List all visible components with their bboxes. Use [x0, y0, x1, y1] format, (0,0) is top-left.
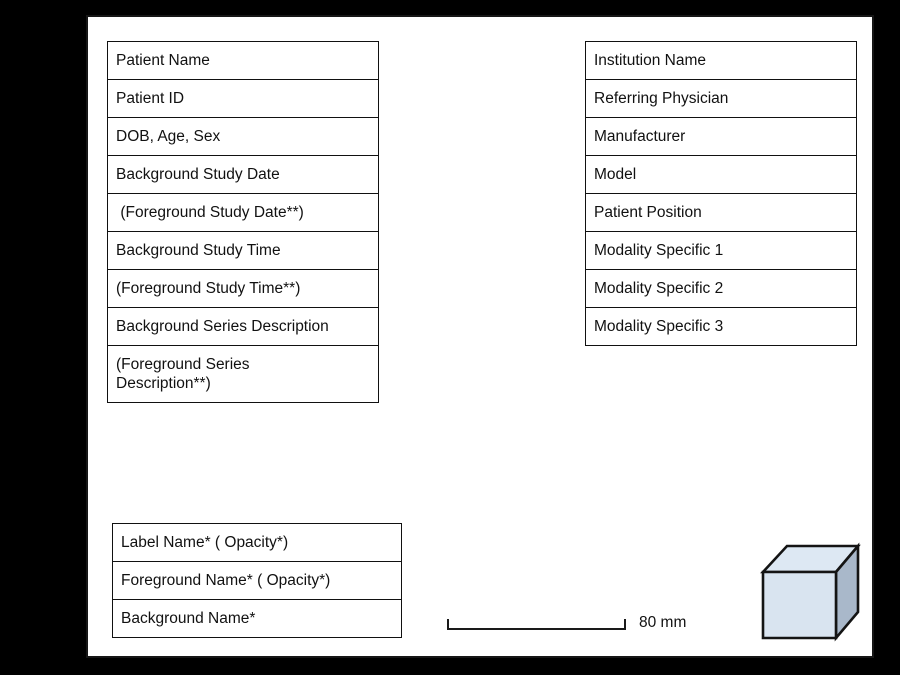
- row-label: (Foreground Study Time**): [116, 280, 301, 297]
- layer-info-table: Label Name* ( Opacity*) Foreground Name*…: [112, 523, 402, 638]
- row-label: Background Study Date: [116, 166, 280, 183]
- table-row: Label Name* ( Opacity*): [113, 524, 401, 561]
- table-row: Institution Name: [586, 42, 856, 79]
- table-row: Manufacturer: [586, 117, 856, 155]
- row-label: Patient Name: [116, 52, 210, 69]
- table-row: Background Study Time: [108, 231, 378, 269]
- row-label: Modality Specific 3: [594, 318, 724, 335]
- table-row: Background Name*: [113, 599, 401, 637]
- table-row: Modality Specific 2: [586, 269, 856, 307]
- institution-info-table: Institution Name Referring Physician Man…: [585, 41, 857, 346]
- table-row: Model: [586, 155, 856, 193]
- row-label: Modality Specific 2: [594, 280, 724, 297]
- row-label: Model: [594, 166, 637, 183]
- scale-bar-label: 80 mm: [639, 614, 687, 631]
- table-row: Patient ID: [108, 79, 378, 117]
- row-label: Manufacturer: [594, 128, 686, 145]
- row-label: Background Study Time: [116, 242, 281, 259]
- table-row: Modality Specific 3: [586, 307, 856, 345]
- orientation-cube-icon: [760, 542, 861, 642]
- row-label: (Foreground Study Date**): [116, 204, 304, 221]
- row-label: Background Name*: [121, 610, 256, 627]
- table-row: (Foreground Study Time**): [108, 269, 378, 307]
- table-row: Background Study Date: [108, 155, 378, 193]
- row-label: DOB, Age, Sex: [116, 128, 221, 145]
- row-label: Patient Position: [594, 204, 702, 221]
- table-row: Modality Specific 1: [586, 231, 856, 269]
- row-label: (Foreground Series Description**): [116, 356, 254, 392]
- table-row: Patient Position: [586, 193, 856, 231]
- viewer-canvas: Patient Name Patient ID DOB, Age, Sex Ba…: [86, 15, 874, 658]
- row-label: Referring Physician: [594, 90, 729, 107]
- table-row: (Foreground Series Description**): [108, 345, 378, 402]
- row-label: Modality Specific 1: [594, 242, 724, 259]
- row-label: Foreground Name* ( Opacity*): [121, 572, 331, 589]
- patient-info-table: Patient Name Patient ID DOB, Age, Sex Ba…: [107, 41, 379, 403]
- row-label: Label Name* ( Opacity*): [121, 534, 289, 551]
- row-label: Patient ID: [116, 90, 185, 107]
- table-row: DOB, Age, Sex: [108, 117, 378, 155]
- cube-front-face: [761, 570, 838, 640]
- table-row: Patient Name: [108, 42, 378, 79]
- row-label: Institution Name: [594, 52, 706, 69]
- table-row: Background Series Description: [108, 307, 378, 345]
- table-row: Foreground Name* ( Opacity*): [113, 561, 401, 599]
- scale-bar: [447, 619, 626, 630]
- table-row: Referring Physician: [586, 79, 856, 117]
- row-label: Background Series Description: [116, 318, 329, 335]
- table-row: (Foreground Study Date**): [108, 193, 378, 231]
